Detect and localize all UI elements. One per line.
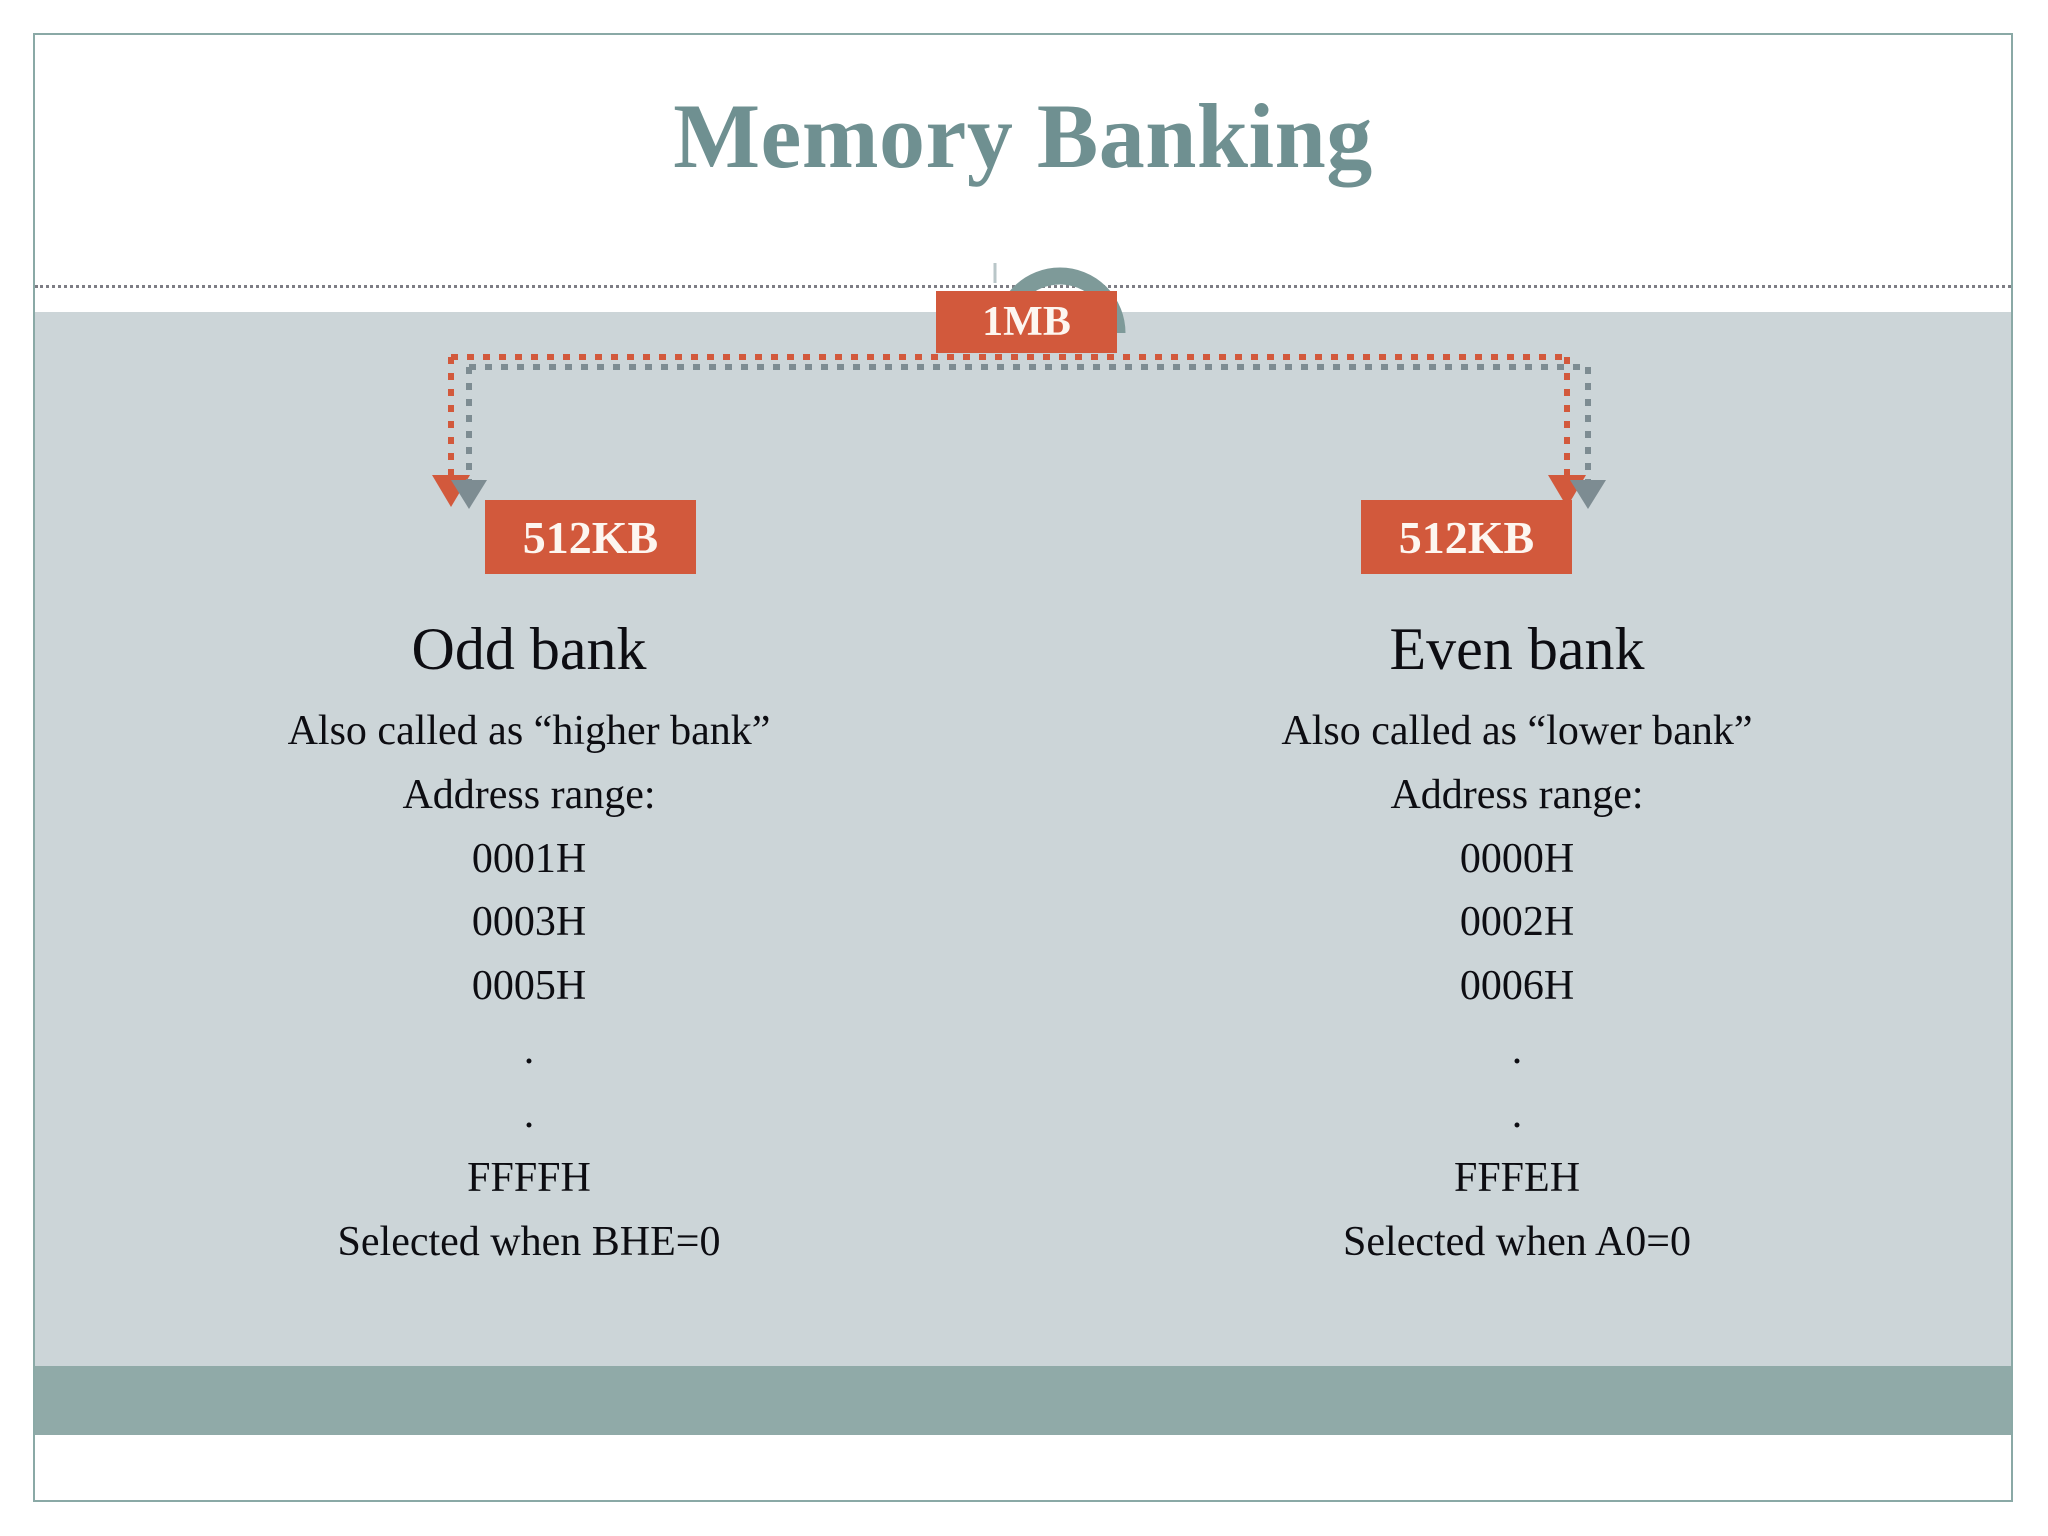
list-item: .	[1511, 1090, 1523, 1137]
even-bank-range-label: Address range:	[1390, 771, 1644, 818]
list-item: FFFFH	[467, 1154, 591, 1201]
odd-bank-selection: Selected when BHE=0	[337, 1218, 721, 1265]
slide-body	[35, 312, 2011, 1435]
list-item: 0005H	[471, 963, 587, 1010]
list-item: 0006H	[1459, 963, 1575, 1010]
column-odd-bank: Odd bank Also called as “higher bank” Ad…	[35, 615, 1023, 1274]
even-bank-selection: Selected when A0=0	[1343, 1218, 1691, 1265]
slide-header: Memory Banking	[35, 35, 2011, 312]
list-item: 0001H	[471, 835, 587, 882]
even-bank-address-list: 0000H 0002H 0006H . . FFFEH	[1023, 828, 2011, 1211]
odd-bank-alias: Also called as “higher bank”	[287, 708, 771, 754]
memory-box-1mb[interactable]: 1MB	[936, 291, 1117, 353]
list-item: FFFEH	[1453, 1154, 1581, 1201]
list-item: 0002H	[1459, 899, 1575, 946]
page-title: Memory Banking	[673, 85, 1373, 187]
odd-bank-range-label: Address range:	[402, 771, 656, 818]
odd-bank-address-list: 0001H 0003H 0005H . . FFFFH	[35, 828, 1023, 1211]
list-item: .	[1511, 1027, 1523, 1074]
odd-bank-heading: Odd bank	[411, 616, 647, 682]
list-item: 0000H	[1459, 835, 1575, 882]
list-item: .	[523, 1090, 535, 1137]
list-item: .	[523, 1027, 535, 1074]
bank-columns: Odd bank Also called as “higher bank” Ad…	[35, 615, 2011, 1274]
list-item: 0003H	[471, 899, 587, 946]
memory-box-512kb-odd[interactable]: 512KB	[485, 500, 696, 574]
column-even-bank: Even bank Also called as “lower bank” Ad…	[1023, 615, 2011, 1274]
even-bank-heading: Even bank	[1389, 616, 1645, 682]
memory-box-512kb-even[interactable]: 512KB	[1361, 500, 1572, 574]
even-bank-alias: Also called as “lower bank”	[1281, 708, 1753, 754]
footer-accent-bar	[35, 1366, 2011, 1435]
title-divider	[35, 285, 2011, 288]
slide-canvas: Memory Banking 1MB 512KB 512KB Odd bank	[33, 33, 2013, 1502]
